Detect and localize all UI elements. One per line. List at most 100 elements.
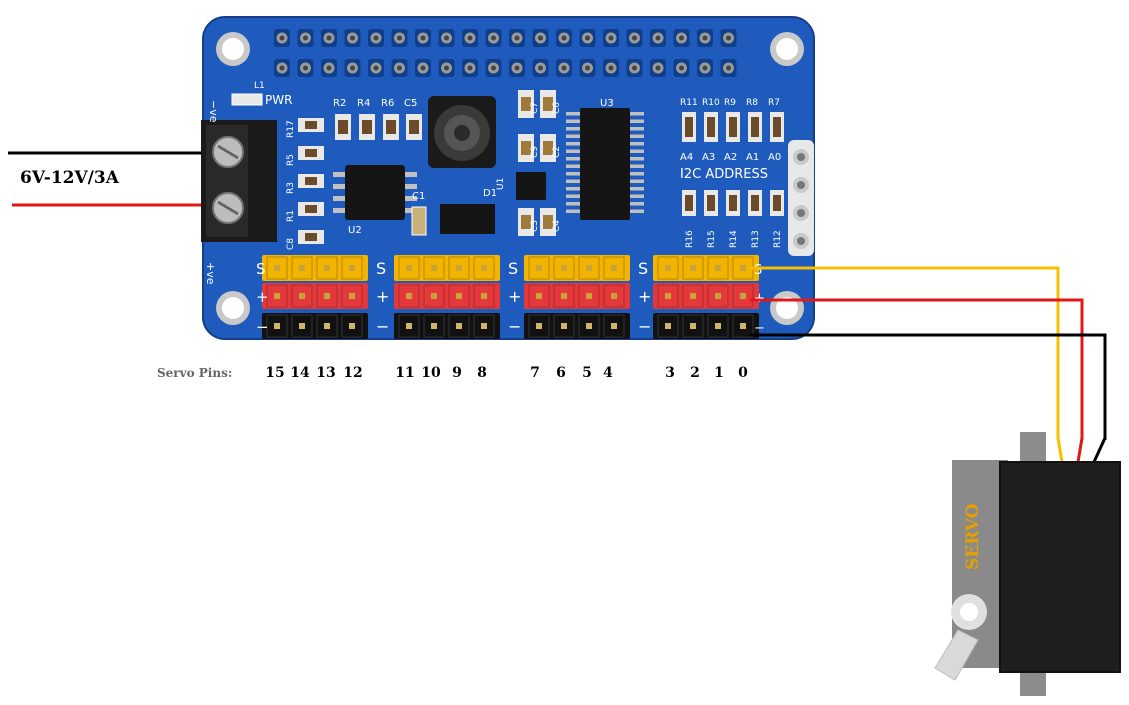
address-resistor-label: R11 <box>680 98 698 108</box>
pwr-led <box>231 93 263 106</box>
gpio-header <box>274 29 737 77</box>
capacitor-label: C2 <box>552 146 562 158</box>
header-row-block <box>653 255 759 281</box>
header-row-block <box>394 255 500 281</box>
power-terminal-block <box>201 120 277 242</box>
servo-pin-number: 2 <box>690 365 700 381</box>
header-row-label-left: S <box>256 260 266 278</box>
servo-motor: SERVO <box>934 432 1121 696</box>
servo-pin-number: 11 <box>395 365 415 381</box>
header-row-block <box>524 255 630 281</box>
header-row-label: − <box>638 317 651 336</box>
servo-pin-number: 8 <box>477 365 487 381</box>
address-resistor-label: R9 <box>724 98 736 108</box>
resistor-label: C8 <box>286 238 296 250</box>
resistor-label: R3 <box>286 182 296 194</box>
servo-body <box>1000 462 1120 672</box>
resistor-label: R17 <box>286 120 296 138</box>
header-row-label-left: − <box>256 318 269 336</box>
servo-pin-number: 3 <box>665 365 675 381</box>
mounting-hole-top-left <box>216 32 250 66</box>
capacitor-label: C7 <box>530 102 540 114</box>
servo-pin-number: 12 <box>343 365 363 381</box>
u2-label: U2 <box>348 225 362 236</box>
chip-u1 <box>516 172 546 200</box>
header-row-label: + <box>638 287 651 306</box>
servo-wire-minus <box>750 333 1107 440</box>
power-supply-label: 6V-12V/3A <box>20 168 119 188</box>
servo-pin-number: 10 <box>421 365 441 381</box>
chip-u3: U3 <box>566 98 644 220</box>
servo-pin-number: 0 <box>738 365 748 381</box>
address-pad-label: A0 <box>768 152 781 163</box>
servo-wire-plus <box>750 298 1084 440</box>
capacitor-label: C9 <box>530 146 540 158</box>
address-resistor-label: R8 <box>746 98 758 108</box>
u3-label: U3 <box>600 98 614 109</box>
servo-pin-number: 1 <box>714 365 724 381</box>
address-resistor-label-bottom: R15 <box>707 230 717 248</box>
header-row-label: − <box>376 317 389 336</box>
address-resistor-label-bottom: R13 <box>751 230 761 248</box>
right-connector <box>793 149 809 249</box>
servo-pin-number: 5 <box>582 365 592 381</box>
servo-pins-caption: Servo Pins: <box>157 366 233 380</box>
header-row-label: S <box>376 259 386 278</box>
mounting-hole-bottom-left <box>216 291 250 325</box>
diode-d1 <box>440 204 495 234</box>
inductor <box>428 96 496 168</box>
header-row-block <box>262 255 368 281</box>
servo-pin-number: 4 <box>603 365 613 381</box>
mid-part-label: R4 <box>357 98 370 109</box>
header-row-block <box>262 283 368 309</box>
u1-label: U1 <box>496 178 506 190</box>
i2c-address-label: I2C ADDRESS <box>680 167 768 182</box>
header-row-label-left: + <box>256 288 269 306</box>
header-row-label: + <box>508 287 521 306</box>
header-row-label: − <box>508 317 521 336</box>
servo-pin-number: 7 <box>530 365 540 381</box>
address-resistor-label: R7 <box>768 98 780 108</box>
servo-label: SERVO <box>963 503 983 570</box>
resistor-label: R1 <box>286 210 296 222</box>
header-row-label-right: S <box>754 263 762 278</box>
header-row-label-right: − <box>754 321 765 336</box>
c1-label: C1 <box>412 191 425 202</box>
address-pad-label: A4 <box>680 152 693 163</box>
address-resistor-label-bottom: R14 <box>729 230 739 248</box>
address-resistor-label-bottom: R12 <box>773 230 783 248</box>
resistor-label: R5 <box>286 154 296 166</box>
mid-part-label: C5 <box>404 98 417 109</box>
capacitor-label: C6 <box>552 102 562 114</box>
header-row-label: + <box>376 287 389 306</box>
header-row-label: S <box>508 259 518 278</box>
header-row-label: S <box>638 259 648 278</box>
address-resistor-label: R10 <box>702 98 720 108</box>
servo-horn <box>934 594 987 681</box>
servo-pin-number: 15 <box>265 365 285 381</box>
header-row-block <box>524 283 630 309</box>
minus-ve-label: −ve <box>207 100 220 123</box>
chip-u2: U2 <box>333 165 417 236</box>
servo-pin-number: 9 <box>452 365 462 381</box>
address-resistor-label-bottom: R16 <box>685 230 695 248</box>
mounting-hole-top-right <box>770 32 804 66</box>
servo-wire-signal <box>750 266 1060 440</box>
mounting-hole-bottom-right <box>770 291 804 325</box>
header-row-block <box>394 283 500 309</box>
mid-part-label: R2 <box>333 98 346 109</box>
servo-pin-number: 14 <box>290 365 310 381</box>
capacitor-c1 <box>411 206 427 236</box>
address-pad-label: A3 <box>702 152 715 163</box>
d1-label: D1 <box>483 188 497 199</box>
pwr-label: PWR <box>265 93 292 107</box>
right-connector-pad <box>788 140 814 256</box>
capacitor-label: C4 <box>552 220 562 232</box>
